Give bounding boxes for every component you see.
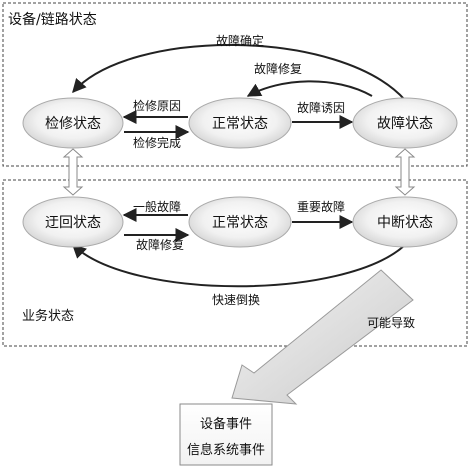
label-fast-switch: 快速倒换 [212, 293, 260, 307]
service-region-title: 业务状态 [22, 308, 74, 324]
label-may-cause: 可能导致 [367, 316, 415, 330]
edge-fault-repair-top [246, 80, 373, 97]
node-interrupt: 中断状态 [352, 196, 458, 248]
node-detour: 迂回状态 [22, 196, 124, 248]
may-cause-big-arrow [231, 269, 414, 405]
label-maint-reason: 检修原因 [133, 98, 181, 113]
device-link-region [2, 2, 468, 167]
node-maintenance-label: 检修状态 [45, 116, 101, 132]
node-fault: 故障状态 [352, 97, 458, 149]
edge-fault-confirm [72, 44, 406, 101]
label-fault-cause: 故障诱因 [297, 100, 345, 115]
edge-fast-switch [71, 244, 406, 288]
label-fault-confirm: 故障确定 [216, 33, 264, 48]
node-maintenance: 检修状态 [22, 97, 124, 149]
label-minor-fault: 一般故障 [133, 199, 181, 214]
node-normal-top: 正常状态 [188, 97, 292, 149]
label-maint-done: 检修完成 [133, 135, 181, 150]
event-box-line2: 信息系统事件 [187, 442, 265, 458]
node-normal-top-label: 正常状态 [212, 116, 268, 132]
service-region [2, 179, 468, 347]
label-fault-repair-top: 故障修复 [254, 61, 302, 76]
label-fault-repair-bottom: 故障修复 [136, 237, 184, 252]
device-link-region-title: 设备/链路状态 [8, 11, 97, 28]
link-maint-detour-arrow [62, 148, 84, 196]
label-major-fault: 重要故障 [297, 199, 345, 214]
node-detour-label: 迂回状态 [45, 215, 101, 231]
node-normal-bottom: 正常状态 [188, 196, 292, 248]
node-interrupt-label: 中断状态 [377, 215, 433, 231]
event-box: 设备事件 信息系统事件 [179, 403, 273, 466]
event-box-line1: 设备事件 [200, 416, 252, 432]
node-normal-bottom-label: 正常状态 [212, 215, 268, 231]
node-fault-label: 故障状态 [377, 116, 433, 132]
link-fault-interrupt-arrow [394, 148, 416, 196]
